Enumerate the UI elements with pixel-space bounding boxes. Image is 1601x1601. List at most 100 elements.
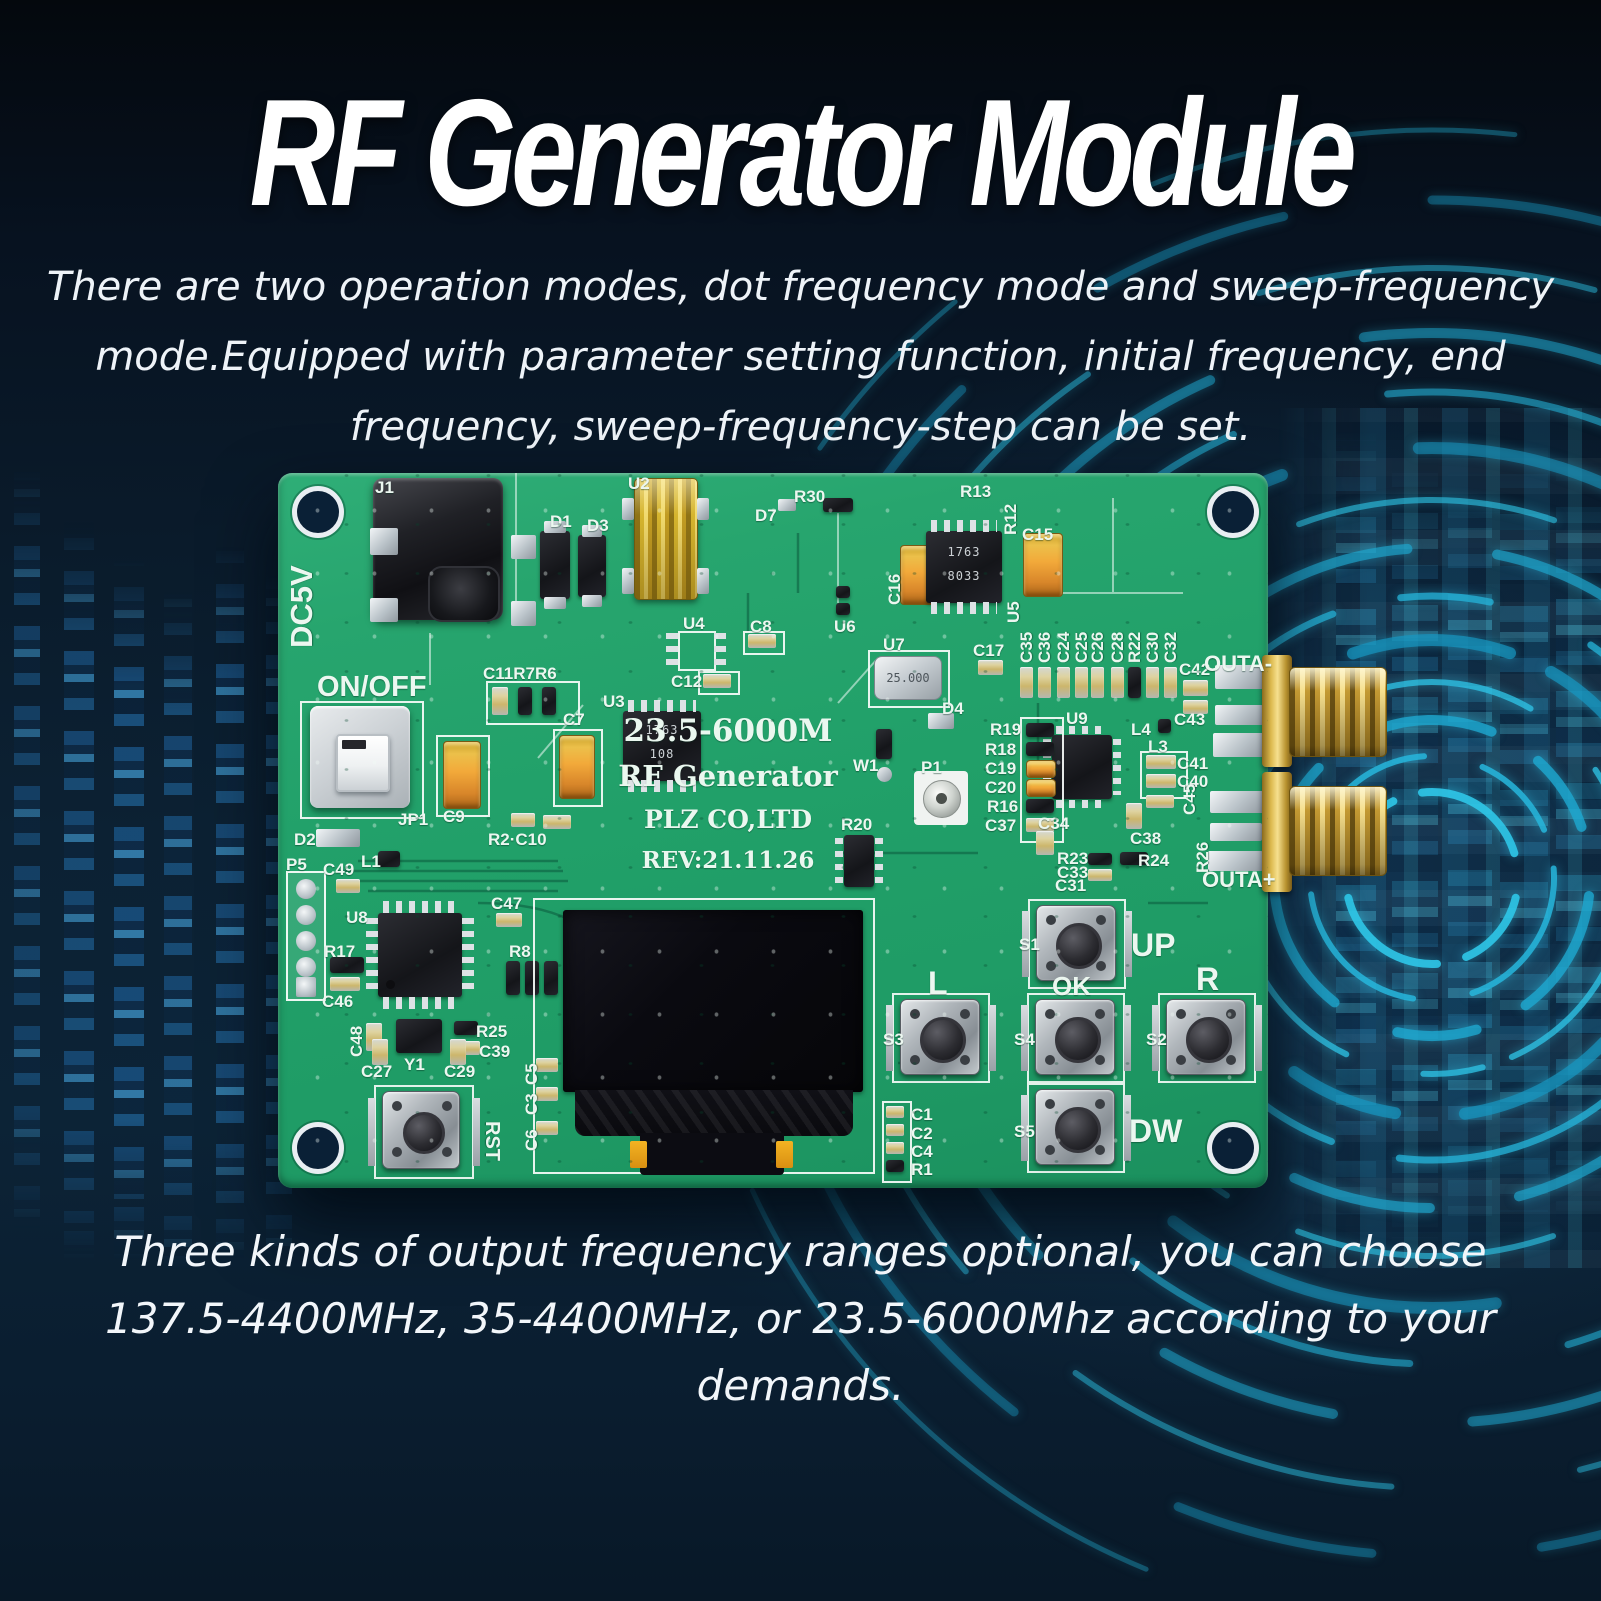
- resistor-r19: [1026, 723, 1054, 737]
- silkscreen-label-u8: U8: [346, 908, 368, 927]
- silkscreen-label-u7: U7: [883, 635, 905, 654]
- pad-row: [714, 633, 726, 665]
- component-u6: [836, 603, 850, 615]
- capacitor-c37: [1026, 818, 1054, 832]
- bracket: [1021, 993, 1131, 1083]
- component-w1: [876, 729, 892, 759]
- silkscreen-label-c41: C41: [1177, 754, 1209, 773]
- capacitor-c12: [703, 674, 731, 688]
- silkscreen-model: 23.5-6000M: [623, 713, 833, 749]
- silkscreen-label-c19: C19: [985, 759, 1017, 778]
- silkscreen-label-l3: L3: [1148, 737, 1168, 756]
- ufl-connector-p1: [914, 771, 968, 825]
- silkscreen-label-c43: C43: [1174, 710, 1206, 729]
- silkscreen-label-r25: R25: [476, 1022, 508, 1041]
- silkscreen-company: PLZ CO,LTD: [643, 805, 813, 834]
- silkscreen-label-d1: D1: [550, 512, 572, 531]
- capacitor-c20: [1026, 779, 1056, 797]
- capacitor-c47: [496, 913, 522, 927]
- silkscreen-label-dw: DW: [1129, 1113, 1183, 1149]
- reset-button: [382, 1091, 460, 1169]
- bracket: [1152, 993, 1262, 1083]
- intro-line: frequency, sweep-frequency-step can be s…: [349, 404, 1252, 450]
- silkscreen-label-j1: J1: [375, 478, 394, 497]
- mounting-hole: [1207, 1122, 1259, 1174]
- button-down: [1035, 1089, 1115, 1165]
- capacitor: [1146, 667, 1159, 698]
- silkscreen-label-outa+: OUTA+: [1202, 867, 1276, 892]
- oled-driver-strip: [575, 1090, 853, 1136]
- silkscreen-label-c9: C9: [443, 807, 465, 826]
- silkscreen-label-c49: C49: [323, 860, 355, 879]
- capacitor-c7: [559, 735, 595, 799]
- capacitor-c17: [978, 660, 1003, 675]
- silkscreen-label-c42: C42: [1179, 660, 1211, 679]
- silkscreen-label-s1: S1: [1019, 935, 1040, 954]
- diode-d2: [316, 829, 360, 847]
- silkscreen-label-d4: D4: [942, 699, 964, 718]
- resistor-r30: [823, 498, 853, 512]
- silkscreen-label-rst: RST: [481, 1121, 503, 1161]
- resistor-r16: [1026, 799, 1054, 813]
- bracket: [886, 993, 996, 1083]
- ribbon-tab: [630, 1141, 647, 1168]
- silkscreen-label-u2: U2: [628, 474, 650, 493]
- silkscreen-label-y1: Y1: [404, 1055, 425, 1074]
- solder-pad: [370, 598, 398, 622]
- silkscreen-label-c3: C3: [522, 1093, 541, 1115]
- silkscreen-label-p1: P1: [921, 758, 942, 777]
- silkscreen-label-c7: C7: [563, 710, 585, 729]
- crystal-marking: 25.000: [886, 671, 930, 685]
- silkscreen-label-r26: R26: [1193, 841, 1212, 873]
- resistor-r25: [454, 1021, 478, 1035]
- solder-pad: [1210, 791, 1265, 813]
- diode-d1: [540, 531, 570, 599]
- solder-pad: [622, 498, 634, 520]
- silkscreen-label-c38: C38: [1130, 829, 1162, 848]
- resistor-r23: [1088, 853, 1112, 865]
- silkscreen-label-r16: R16: [987, 797, 1019, 816]
- solder-pad: [697, 568, 709, 594]
- resistor-r24: [1120, 852, 1148, 865]
- component-u6: [836, 586, 850, 598]
- silkscreen-label-d2: D2: [294, 830, 316, 849]
- bracket: [868, 650, 950, 708]
- capacitor: [1164, 667, 1177, 698]
- silkscreen-label-r22: R22: [1125, 631, 1144, 663]
- ic-r20: [835, 835, 883, 887]
- mcu-u8: [366, 901, 474, 1009]
- pad-row: [666, 633, 678, 665]
- outro-line: Three kinds of output frequency ranges o…: [114, 1227, 1487, 1276]
- solder-pad: [370, 528, 398, 555]
- silkscreen-label-c28: C28: [1108, 631, 1127, 663]
- button-left: [900, 999, 980, 1075]
- page-title: RF Generator Module: [249, 68, 1357, 238]
- capacitor-c29: [450, 1039, 466, 1065]
- silkscreen-label-dc5v: DC5V: [284, 565, 319, 648]
- silkscreen-label-s4: S4: [1014, 1030, 1035, 1049]
- silkscreen-label-r18: R18: [985, 740, 1017, 759]
- solder-pad: [511, 535, 536, 559]
- mini-usb-connector: [634, 478, 698, 600]
- silkscreen-label-r23: R23: [1057, 849, 1089, 868]
- outro-line: 137.5-4400MHz, 35-4400MHz, or 23.5-6000M…: [105, 1294, 1496, 1410]
- resistor-r6: [542, 687, 556, 715]
- silkscreen-label-c31: C31: [1055, 876, 1087, 895]
- bracket: [300, 701, 424, 819]
- silkscreen-revision: REV:21.11.26: [641, 847, 815, 874]
- silkscreen-label-c24: C24: [1054, 631, 1073, 663]
- silkscreen-label-s5: S5: [1014, 1122, 1035, 1141]
- capacitor-c3: [536, 1087, 558, 1101]
- silkscreen-label-l1: L1: [361, 852, 381, 871]
- silkscreen-label-u6: U6: [834, 617, 856, 636]
- silkscreen-label-c2: C2: [911, 1124, 933, 1143]
- silkscreen-label-jp1: JP1: [398, 810, 429, 829]
- silkscreen-label-r13: R13: [960, 482, 992, 501]
- solder-pad: [1213, 733, 1265, 757]
- silkscreen-label-c20: C20: [985, 778, 1017, 797]
- capacitor-c2: [886, 1124, 904, 1136]
- solder-pad: [697, 498, 709, 520]
- silkscreen-label-d3: D3: [587, 516, 609, 535]
